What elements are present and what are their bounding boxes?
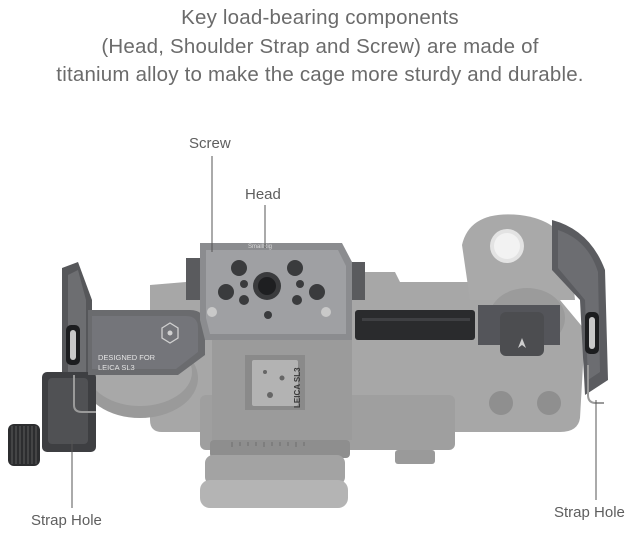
body-model-marking: LEICA SL3 <box>293 367 302 408</box>
callout-head: Head <box>245 186 281 203</box>
callout-strap-hole-left: Strap Hole <box>31 512 102 529</box>
headline-line-1: Key load-bearing components <box>181 6 459 29</box>
head-brand-marking: SmallRig <box>248 244 272 250</box>
headline: Key load-bearing components (Head, Shoul… <box>0 4 640 90</box>
headline-line-3: titanium alloy to make the cage more stu… <box>56 63 584 86</box>
head-mounting-holes <box>207 260 331 319</box>
headline-line-2: (Head, Shoulder Strap and Screw) are mad… <box>101 34 539 58</box>
callout-strap-hole-right: Strap Hole <box>554 504 625 521</box>
callout-screw: Screw <box>189 135 231 152</box>
camera-cage: DESIGNED FOR LEICA SL3 SmallRig <box>8 220 608 466</box>
plate-marking-line1: DESIGNED FOR <box>98 353 156 362</box>
plate-marking-line2: LEICA SL3 <box>98 363 135 372</box>
callout-leader-lines <box>71 156 597 508</box>
